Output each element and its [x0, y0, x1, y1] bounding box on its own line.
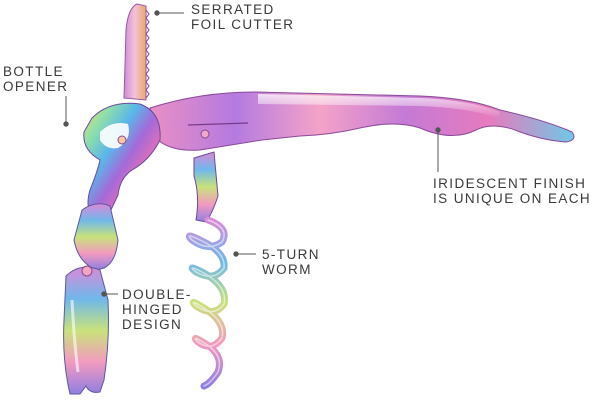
callout-line: OPENER — [3, 79, 69, 94]
callout-bottle-opener: BOTTLE OPENER — [3, 64, 68, 94]
callout-line: DESIGN — [122, 317, 183, 332]
callout-line: DOUBLE- — [122, 287, 192, 302]
callout-line: HINGED — [122, 302, 183, 317]
leader-lines — [63, 10, 441, 297]
callout-iridescent-finish: IRIDESCENT FINISH IS UNIQUE ON EACH — [433, 176, 591, 206]
hinge-rivet — [81, 265, 93, 277]
bottle-opener — [83, 102, 161, 223]
callout-serrated-foil-cutter: SERRATED FOIL CUTTER — [191, 2, 294, 32]
callout-line: FOIL CUTTER — [191, 17, 295, 32]
rivet — [200, 129, 210, 139]
callout-double-hinged-design: DOUBLE- HINGED DESIGN — [122, 287, 192, 332]
foil-cutter-blade — [123, 3, 150, 101]
callout-line: WORM — [262, 262, 312, 277]
callout-line: BOTTLE — [3, 64, 64, 79]
callout-line: SERRATED — [191, 2, 275, 17]
pivot-rivet — [117, 135, 127, 145]
callout-line: IS UNIQUE ON EACH — [433, 191, 592, 206]
callout-five-turn-worm: 5-TURN WORM — [262, 247, 320, 277]
callout-line: 5-TURN — [262, 247, 320, 262]
callout-line: IRIDESCENT FINISH — [433, 176, 587, 191]
handle — [149, 91, 575, 151]
worm-shank — [193, 151, 219, 223]
corkscrew-worm — [185, 216, 229, 390]
double-hinged-lever — [63, 203, 119, 395]
